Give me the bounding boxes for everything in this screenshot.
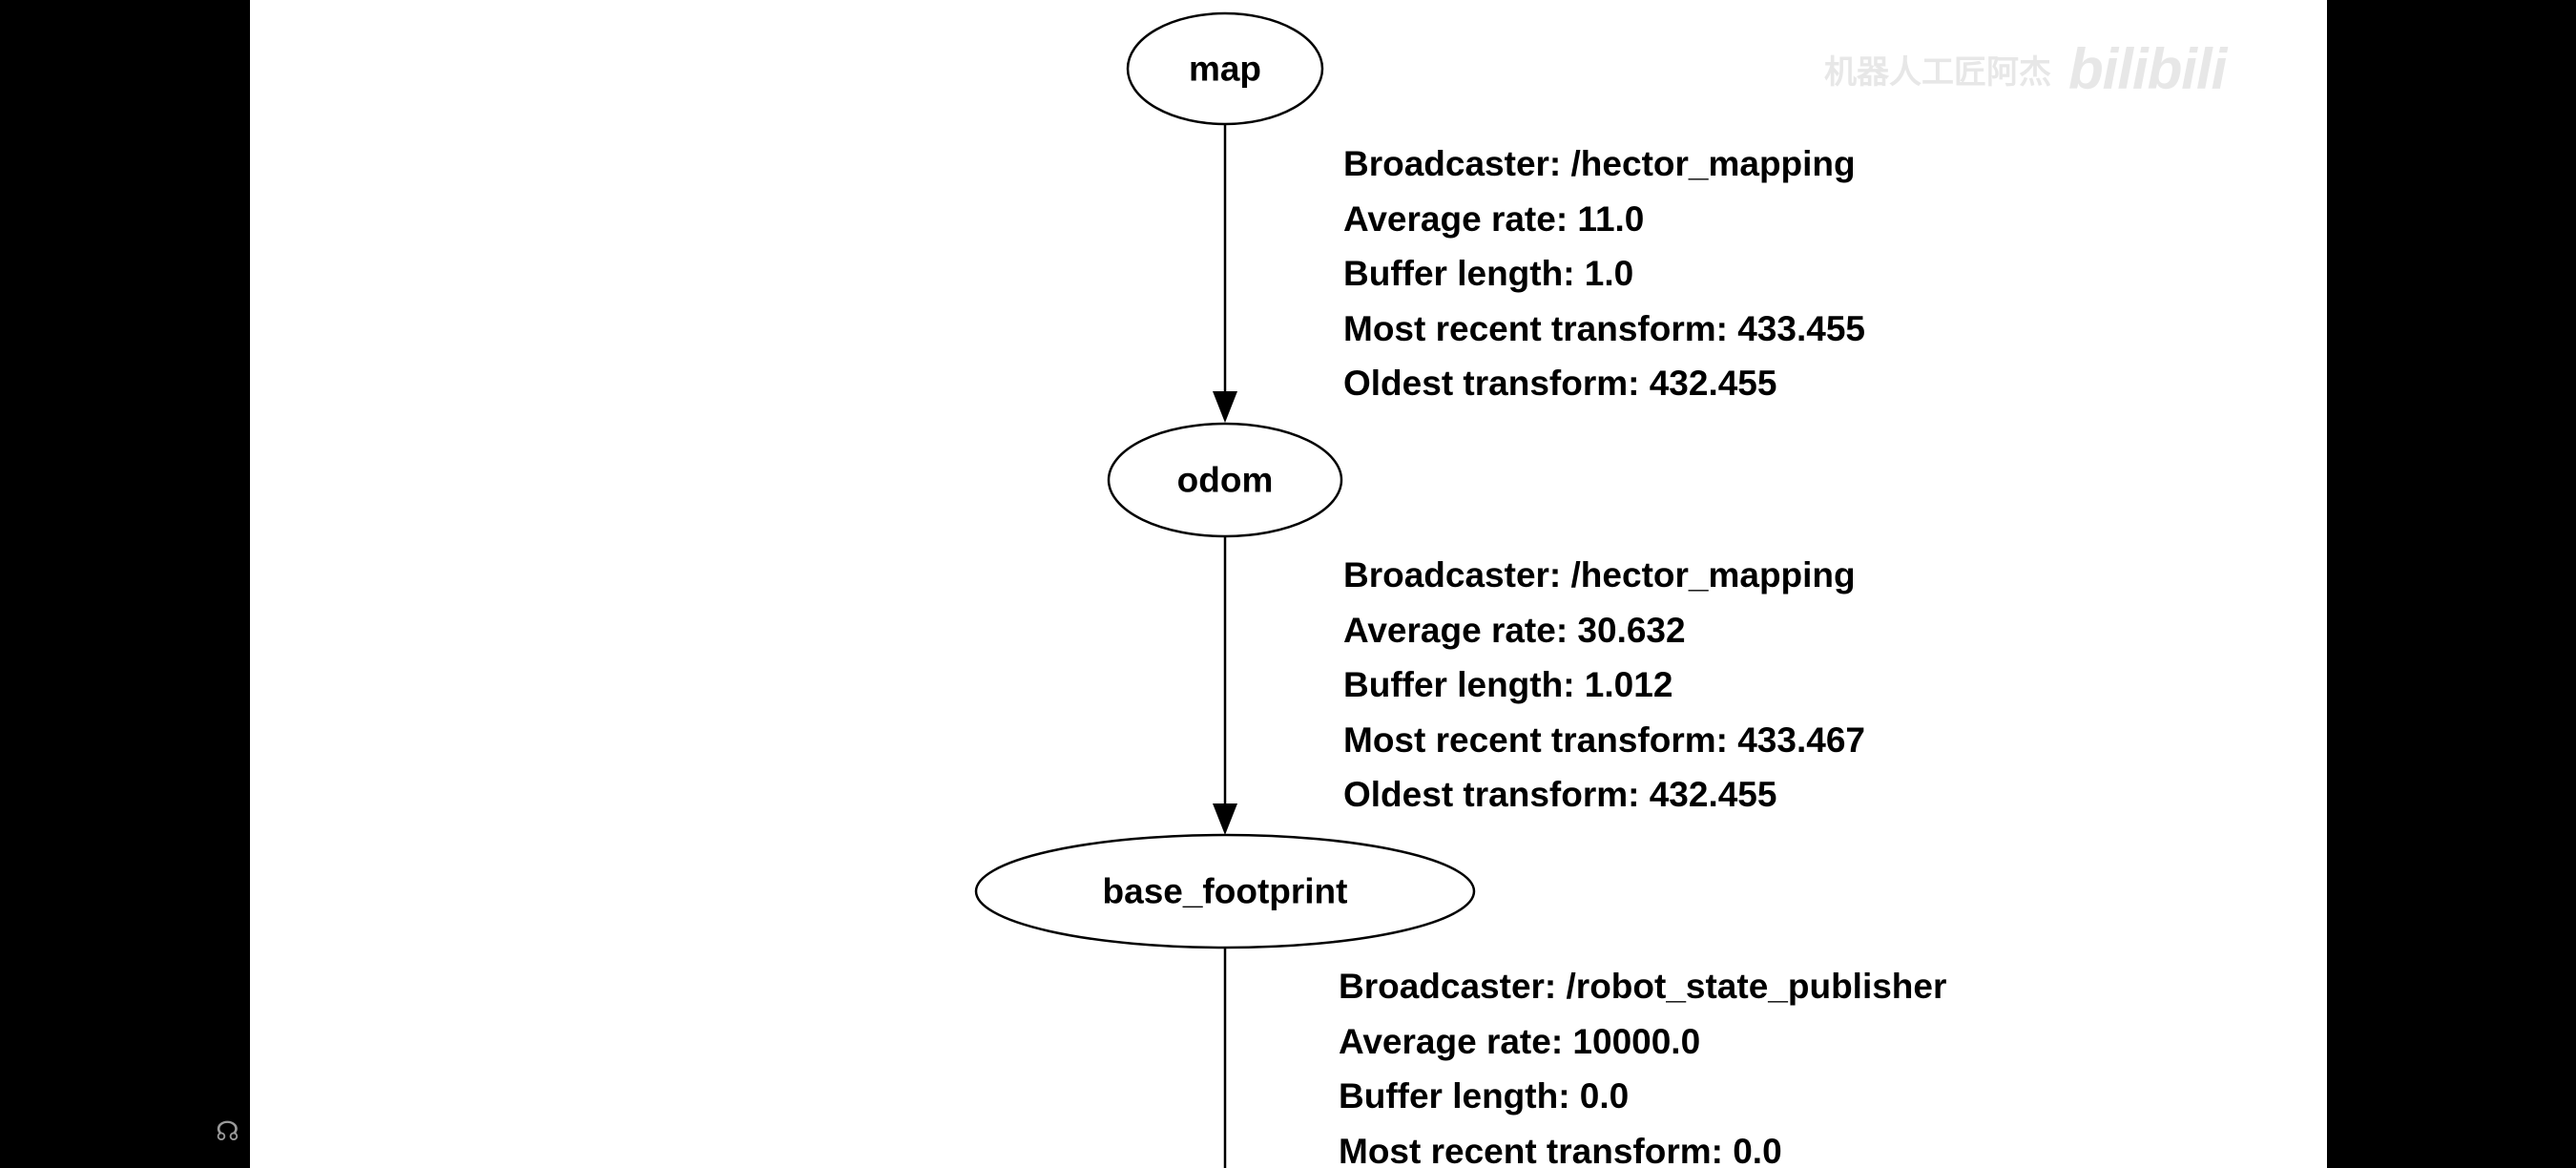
edge-average-rate: Average rate: 30.632 xyxy=(1343,611,1686,650)
edge-average-rate: Average rate: 10000.0 xyxy=(1339,1022,1700,1061)
node-map[interactable]: map xyxy=(1126,11,1324,126)
edge-odom-base-footprint: Broadcaster: /hector_mapping Average rat… xyxy=(1213,536,1865,835)
tf-graph-viewer: Broadcaster: /hector_mapping Average rat… xyxy=(250,0,2327,1168)
edge-buffer-length: Buffer length: 1.012 xyxy=(1343,665,1672,704)
edge-oldest-transform: Oldest transform: 432.455 xyxy=(1343,364,1776,403)
node-label: map xyxy=(1189,50,1261,89)
edge-most-recent-transform: Most recent transform: 433.467 xyxy=(1343,720,1865,760)
edge-map-odom: Broadcaster: /hector_mapping Average rat… xyxy=(1213,124,1865,423)
video-watermark: 机器人工匠阿杰 bilibili xyxy=(1824,36,2227,102)
node-shape xyxy=(1126,11,1324,126)
arrowhead-icon xyxy=(1213,391,1237,423)
edge-buffer-length: Buffer length: 1.0 xyxy=(1343,254,1633,293)
edge-buffer-length: Buffer length: 0.0 xyxy=(1339,1076,1629,1116)
node-base-footprint[interactable]: base_footprint xyxy=(974,833,1476,949)
tf-tree-graph: Broadcaster: /hector_mapping Average rat… xyxy=(974,11,1946,1168)
edge-average-rate: Average rate: 11.0 xyxy=(1343,199,1644,239)
edge-broadcaster: Broadcaster: /hector_mapping xyxy=(1343,555,1856,594)
edge-most-recent-transform: Most recent transform: 0.0 xyxy=(1339,1132,1782,1168)
edge-oldest-transform: Oldest transform: 432.455 xyxy=(1343,775,1776,814)
watermark-text: 机器人工匠阿杰 xyxy=(1824,54,2051,91)
node-shape xyxy=(1107,422,1343,538)
edge-broadcaster: Broadcaster: /hector_mapping xyxy=(1343,144,1856,183)
edge-broadcaster: Broadcaster: /robot_state_publisher xyxy=(1339,967,1946,1006)
node-odom[interactable]: odom xyxy=(1107,422,1343,538)
edge-base-footprint-child: Broadcaster: /robot_state_publisher Aver… xyxy=(1223,948,1946,1168)
arrowhead-icon xyxy=(1213,803,1237,835)
node-label: odom xyxy=(1177,461,1274,500)
node-label: base_footprint xyxy=(1103,872,1348,911)
person-outline-icon[interactable]: ☊ xyxy=(216,1116,239,1146)
bilibili-logo: bilibili xyxy=(2068,37,2227,101)
node-shape xyxy=(974,833,1476,949)
edge-most-recent-transform: Most recent transform: 433.455 xyxy=(1343,309,1865,348)
